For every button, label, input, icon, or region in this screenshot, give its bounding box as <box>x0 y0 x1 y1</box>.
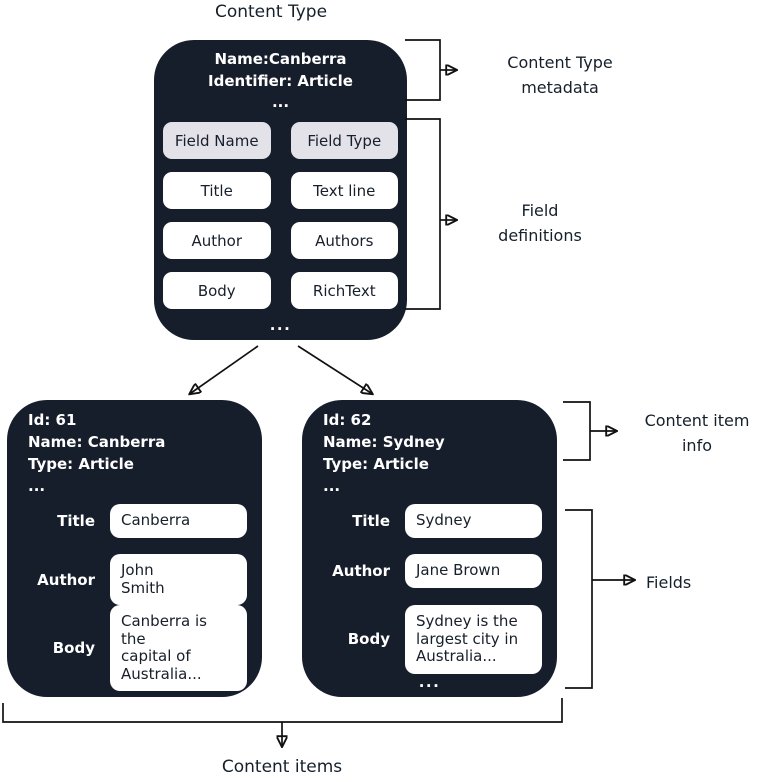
content-type-name: Name:Canberra <box>214 50 347 68</box>
item-info-ellipsis: ... <box>323 477 341 495</box>
item-id: Id: 61 <box>28 411 77 429</box>
field-value: Sydney <box>405 504 542 538</box>
field-row-author: Author Jane Brown <box>302 554 543 588</box>
field-definitions-bracket <box>405 118 441 310</box>
field-label: Author <box>332 561 390 580</box>
note-field-definitions: Field definitions <box>498 201 582 245</box>
content-item-box-sydney: Id: 62 Name: Sydney Type: Article ... Ti… <box>302 400 557 697</box>
field-name-cell: Author <box>163 222 271 259</box>
field-name-cell: Title <box>163 172 271 209</box>
content-type-box: Name:Canberra Identifier: Article ... Fi… <box>154 40 407 340</box>
field-label: Body <box>52 639 95 657</box>
more-fields-ellipsis: ... <box>269 316 292 334</box>
field-name-cell: Body <box>163 272 271 309</box>
note-content-items: Content items <box>221 757 343 777</box>
item-name: Name: Canberra <box>28 433 166 451</box>
diagram-title: Content Type <box>214 2 328 22</box>
arrow-to-item-canberra <box>191 345 259 393</box>
content-item-info-block: Id: 62 Name: Sydney Type: Article ... <box>323 409 547 497</box>
field-row-author: Author John Smith <box>7 554 248 605</box>
more-fields-ellipsis: ... <box>418 673 441 691</box>
note-content-item-info: Content item info <box>644 411 750 455</box>
item-name: Name: Sydney <box>323 433 445 451</box>
content-type-metadata-block: Name:Canberra Identifier: Article ... <box>154 49 407 114</box>
field-type-cell: RichText <box>290 272 398 309</box>
item-type: Type: Article <box>28 455 134 473</box>
item-type: Type: Article <box>323 455 429 473</box>
field-value: Jane Brown <box>405 554 542 588</box>
content-type-identifier: Identifier: Article <box>208 71 353 90</box>
item-id: Id: 62 <box>323 411 372 429</box>
field-row-body: Body Canberra is the capital of Australi… <box>7 605 248 691</box>
field-type-cell: Authors <box>290 222 398 259</box>
field-label: Title <box>57 511 95 530</box>
field-label: Body <box>347 630 390 649</box>
field-label: Author <box>37 570 95 589</box>
field-type-cell: Text line <box>290 172 398 209</box>
field-value: Sydney is the largest city in Australia.… <box>405 605 542 674</box>
content-item-info-block: Id: 61 Name: Canberra Type: Article ... <box>28 409 252 497</box>
field-value: Canberra is the capital of Australia... <box>110 605 247 691</box>
arrow-to-item-sydney <box>297 345 371 393</box>
field-label: Title <box>352 511 390 530</box>
content-item-box-canberra: Id: 61 Name: Canberra Type: Article ... … <box>7 400 262 697</box>
field-row-title: Title Sydney <box>302 504 543 538</box>
field-row-title: Title Canberra <box>7 504 248 538</box>
content-type-ellipsis: ... <box>271 93 290 111</box>
item-info-bracket <box>563 401 591 461</box>
note-content-type-metadata: Content Type metadata <box>507 53 613 97</box>
content-items-bracket <box>2 698 563 723</box>
field-value: John Smith <box>110 554 247 605</box>
note-fields: Fields <box>646 573 692 592</box>
field-row-body: Body Sydney is the largest city in Austr… <box>302 605 543 674</box>
field-definitions-table: Field Name Field Type Title Text line Au… <box>163 122 398 309</box>
metadata-bracket <box>405 39 441 101</box>
field-value: Canberra <box>110 504 247 538</box>
item-info-ellipsis: ... <box>28 477 46 495</box>
fields-bracket <box>565 509 593 689</box>
more-fields-ellipsis: ... <box>123 673 146 691</box>
field-type-header: Field Type <box>290 122 398 159</box>
field-name-header: Field Name <box>163 122 271 159</box>
